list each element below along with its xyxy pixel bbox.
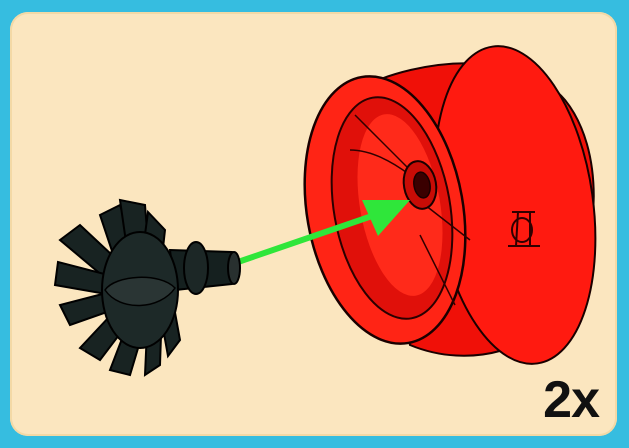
black-gear-axle-icon bbox=[55, 200, 240, 375]
quantity-label: 2x bbox=[543, 374, 599, 426]
red-wheel-hub-icon bbox=[285, 36, 615, 375]
